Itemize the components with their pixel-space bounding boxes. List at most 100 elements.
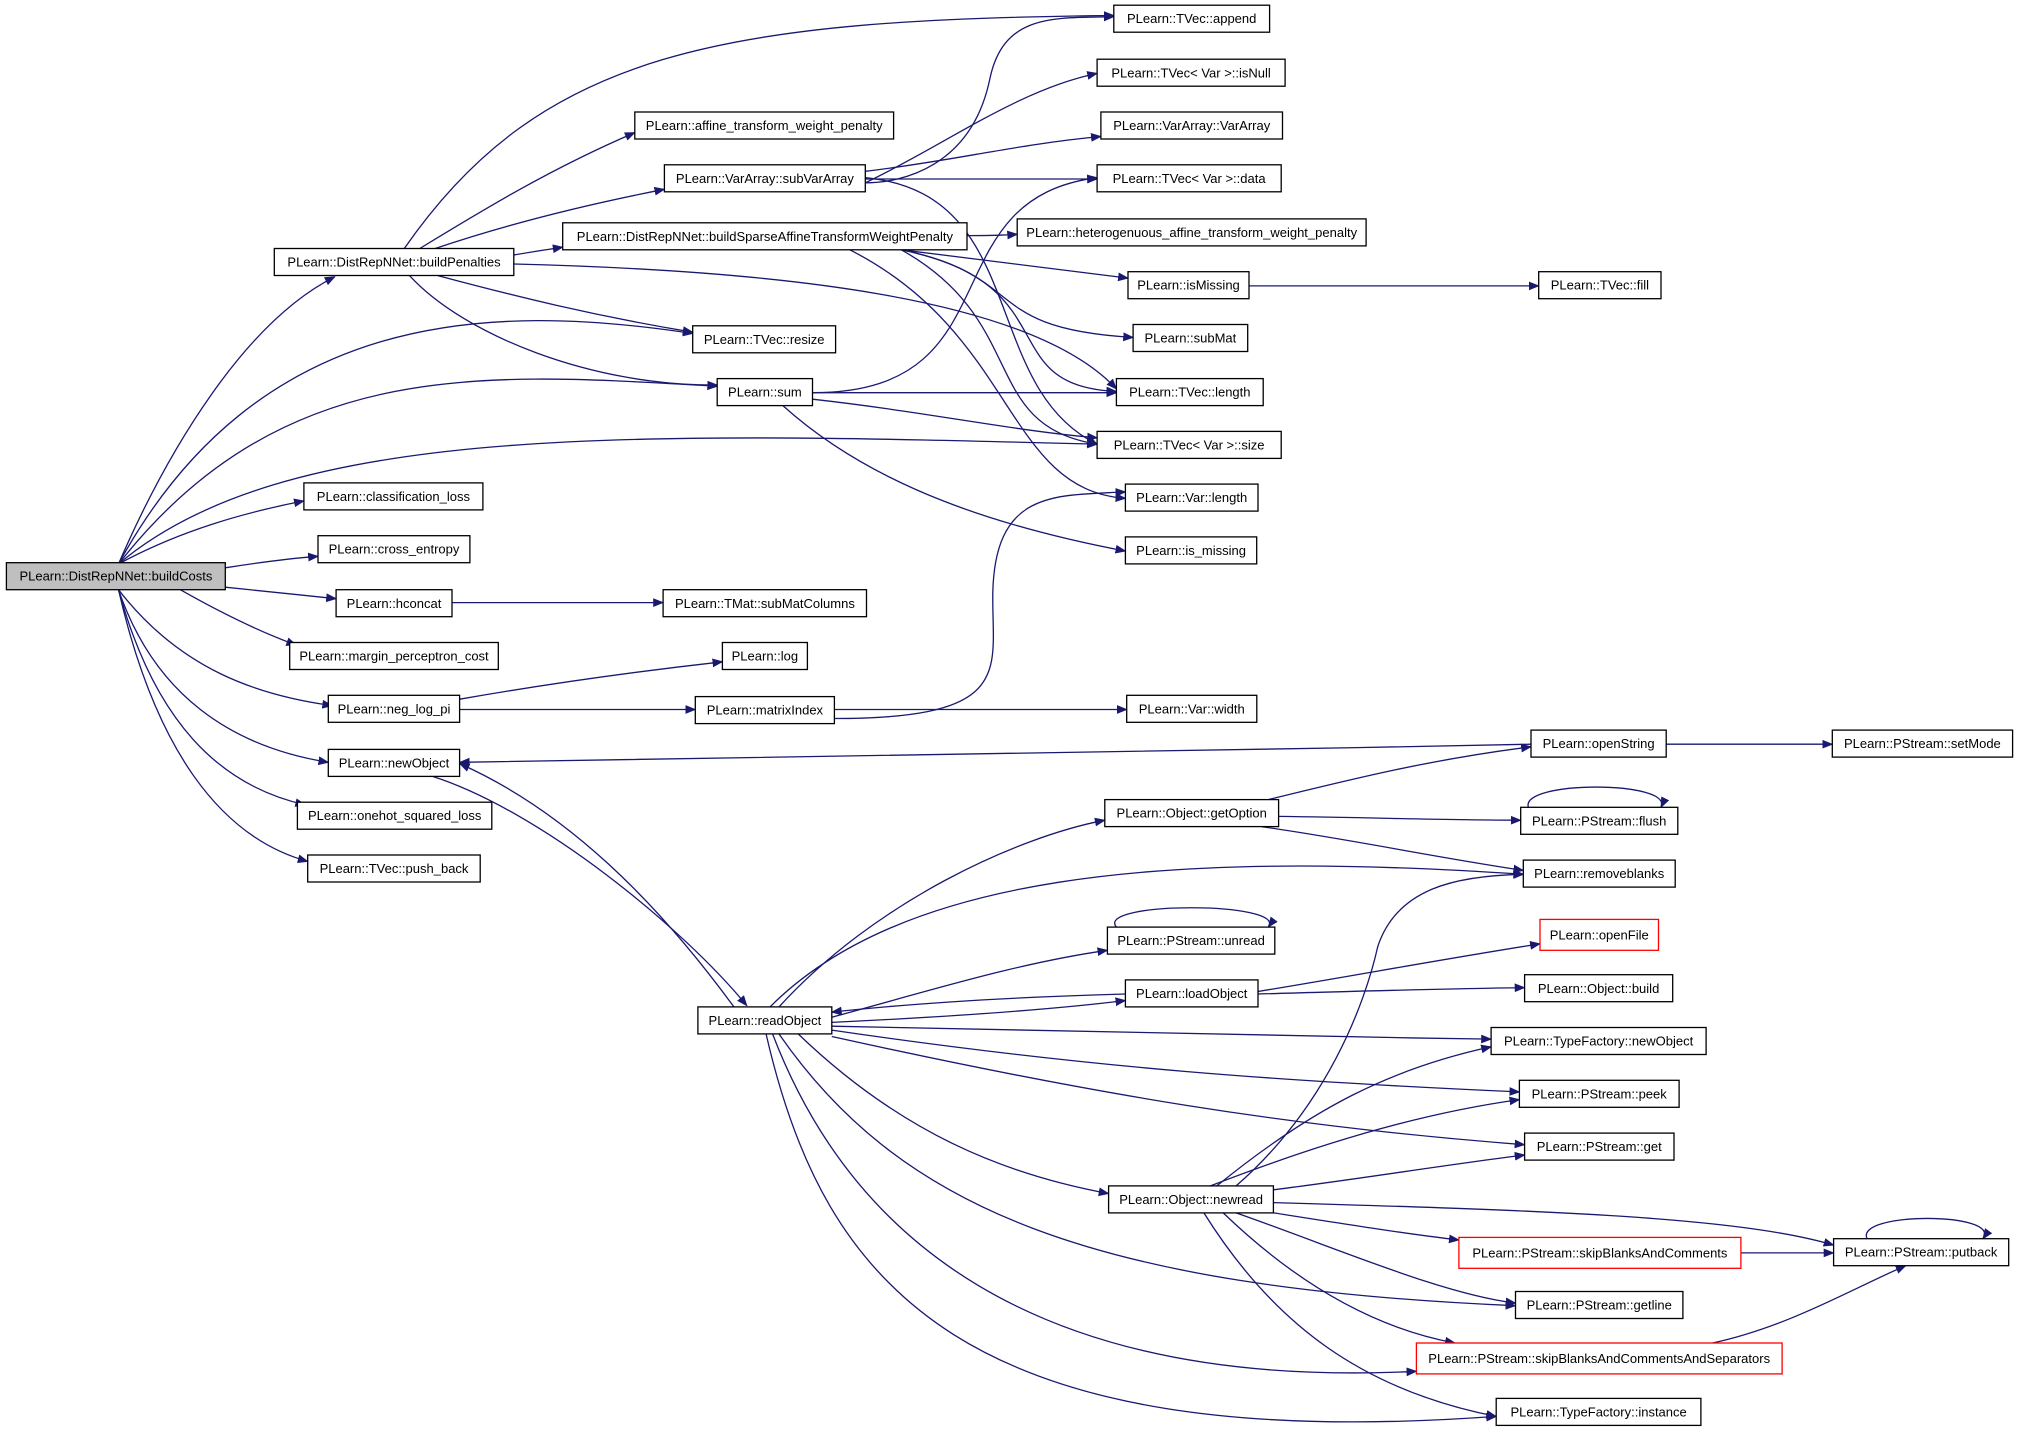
node-tvlength[interactable]: PLearn::TVec::length bbox=[1115, 377, 1264, 407]
node-varlength[interactable]: PLearn::Var::length bbox=[1124, 483, 1259, 512]
node-push_back[interactable]: PLearn::TVec::push_back bbox=[307, 854, 481, 883]
node-box[interactable] bbox=[1831, 729, 2014, 758]
node-skipBCS[interactable]: PLearn::PStream::skipBlanksAndCommentsAn… bbox=[1415, 1342, 1783, 1375]
node-box[interactable] bbox=[303, 482, 484, 511]
node-peek[interactable]: PLearn::PStream::peek bbox=[1518, 1079, 1680, 1108]
node-box[interactable] bbox=[1096, 164, 1282, 193]
node-vdata[interactable]: PLearn::TVec< Var >::data bbox=[1096, 164, 1282, 193]
node-box[interactable] bbox=[5, 562, 226, 591]
node-buildSparse[interactable]: PLearn::DistRepNNet::buildSparseAffineTr… bbox=[562, 222, 968, 251]
node-box[interactable] bbox=[1124, 536, 1258, 565]
node-onehot_squared_loss[interactable]: PLearn::onehot_squared_loss bbox=[296, 801, 493, 830]
node-box[interactable] bbox=[273, 247, 515, 277]
node-cross_entropy[interactable]: PLearn::cross_entropy bbox=[317, 535, 471, 564]
node-removeblanks[interactable]: PLearn::removeblanks bbox=[1522, 859, 1676, 888]
node-subVarArray[interactable]: PLearn::VarArray::subVarArray bbox=[663, 164, 866, 193]
node-is_missing[interactable]: PLearn::is_missing bbox=[1124, 536, 1258, 565]
node-openString[interactable]: PLearn::openString bbox=[1530, 729, 1667, 758]
node-box[interactable] bbox=[1490, 1026, 1707, 1056]
node-box[interactable] bbox=[697, 1006, 833, 1035]
node-unread[interactable]: PLearn::PStream::unread bbox=[1106, 926, 1276, 955]
node-loadObject[interactable]: PLearn::loadObject bbox=[1124, 979, 1259, 1008]
node-margin_perceptron_cost[interactable]: PLearn::margin_perceptron_cost bbox=[289, 641, 499, 671]
node-isMissing[interactable]: PLearn::isMissing bbox=[1127, 271, 1250, 300]
node-box[interactable] bbox=[1126, 694, 1258, 723]
node-box[interactable] bbox=[1124, 979, 1259, 1008]
node-box[interactable] bbox=[1523, 1132, 1675, 1161]
node-getOption[interactable]: PLearn::Object::getOption bbox=[1104, 798, 1280, 828]
node-box[interactable] bbox=[1016, 218, 1367, 247]
node-get[interactable]: PLearn::PStream::get bbox=[1523, 1132, 1675, 1161]
node-fill[interactable]: PLearn::TVec::fill bbox=[1538, 271, 1662, 300]
node-box[interactable] bbox=[694, 695, 836, 725]
node-box[interactable] bbox=[1522, 859, 1676, 888]
node-affine_penalty[interactable]: PLearn::affine_transform_weight_penalty bbox=[634, 111, 895, 140]
node-box[interactable] bbox=[1518, 1079, 1680, 1108]
node-tfnewObject[interactable]: PLearn::TypeFactory::newObject bbox=[1490, 1026, 1707, 1056]
node-newread[interactable]: PLearn::Object::newread bbox=[1107, 1185, 1275, 1214]
node-box[interactable] bbox=[1523, 974, 1674, 1003]
node-sum[interactable]: PLearn::sum bbox=[716, 377, 814, 407]
node-buildCosts[interactable]: PLearn::DistRepNNet::buildCosts bbox=[5, 562, 226, 591]
node-box[interactable] bbox=[1539, 918, 1660, 951]
node-box[interactable] bbox=[1104, 798, 1280, 828]
node-box[interactable] bbox=[1115, 377, 1264, 407]
node-box[interactable] bbox=[1124, 483, 1259, 512]
node-box[interactable] bbox=[692, 325, 837, 354]
node-putback[interactable]: PLearn::PStream::putback bbox=[1832, 1238, 2010, 1267]
node-classification_loss[interactable]: PLearn::classification_loss bbox=[303, 482, 484, 511]
node-box[interactable] bbox=[1415, 1342, 1783, 1375]
node-isNull[interactable]: PLearn::TVec< Var >::isNull bbox=[1096, 58, 1286, 87]
node-resize[interactable]: PLearn::TVec::resize bbox=[692, 325, 837, 354]
node-box[interactable] bbox=[327, 748, 461, 778]
node-openFile[interactable]: PLearn::openFile bbox=[1539, 918, 1660, 951]
node-neg_log_pi[interactable]: PLearn::neg_log_pi bbox=[327, 694, 461, 723]
node-subMatColumns[interactable]: PLearn::TMat::subMatColumns bbox=[662, 589, 868, 618]
node-box[interactable] bbox=[1127, 271, 1250, 300]
node-box[interactable] bbox=[634, 111, 895, 140]
node-box[interactable] bbox=[317, 535, 471, 564]
node-box[interactable] bbox=[562, 222, 968, 251]
node-hetero[interactable]: PLearn::heterogenuous_affine_transform_w… bbox=[1016, 218, 1367, 247]
node-objbuild[interactable]: PLearn::Object::build bbox=[1523, 974, 1674, 1003]
node-box[interactable] bbox=[1514, 1290, 1684, 1320]
node-box[interactable] bbox=[1096, 58, 1286, 87]
node-box[interactable] bbox=[1100, 111, 1284, 140]
node-box[interactable] bbox=[1538, 271, 1662, 300]
node-append[interactable]: PLearn::TVec::append bbox=[1113, 4, 1271, 33]
node-box[interactable] bbox=[1107, 1185, 1275, 1214]
node-setMode[interactable]: PLearn::PStream::setMode bbox=[1831, 729, 2014, 758]
node-box[interactable] bbox=[1520, 806, 1679, 835]
node-box[interactable] bbox=[296, 801, 493, 830]
node-box[interactable] bbox=[289, 641, 499, 671]
node-box[interactable] bbox=[1113, 4, 1271, 33]
node-box[interactable] bbox=[1495, 1397, 1702, 1427]
node-log[interactable]: PLearn::log bbox=[721, 641, 809, 671]
node-flush[interactable]: PLearn::PStream::flush bbox=[1520, 806, 1679, 835]
node-box[interactable] bbox=[721, 641, 809, 671]
node-box[interactable] bbox=[663, 164, 866, 193]
node-box[interactable] bbox=[662, 589, 868, 618]
node-box[interactable] bbox=[335, 589, 453, 618]
node-VarArray[interactable]: PLearn::VarArray::VarArray bbox=[1100, 111, 1284, 140]
node-box[interactable] bbox=[1096, 430, 1282, 460]
node-box[interactable] bbox=[1106, 926, 1276, 955]
node-varwidth[interactable]: PLearn::Var::width bbox=[1126, 694, 1258, 723]
node-skipBC[interactable]: PLearn::PStream::skipBlanksAndComments bbox=[1458, 1236, 1742, 1269]
node-box[interactable] bbox=[307, 854, 481, 883]
node-box[interactable] bbox=[1530, 729, 1667, 758]
node-newObject[interactable]: PLearn::newObject bbox=[327, 748, 461, 778]
node-readObject[interactable]: PLearn::readObject bbox=[697, 1006, 833, 1035]
node-subMat[interactable]: PLearn::subMat bbox=[1132, 323, 1249, 353]
node-vsize[interactable]: PLearn::TVec< Var >::size bbox=[1096, 430, 1282, 460]
node-buildPenalties[interactable]: PLearn::DistRepNNet::buildPenalties bbox=[273, 247, 515, 277]
node-matrixIndex[interactable]: PLearn::matrixIndex bbox=[694, 695, 836, 725]
node-box[interactable] bbox=[716, 377, 814, 407]
node-box[interactable] bbox=[327, 694, 461, 723]
node-hconcat[interactable]: PLearn::hconcat bbox=[335, 589, 453, 618]
node-box[interactable] bbox=[1458, 1236, 1742, 1269]
node-getline[interactable]: PLearn::PStream::getline bbox=[1514, 1290, 1684, 1320]
node-instance[interactable]: PLearn::TypeFactory::instance bbox=[1495, 1397, 1702, 1427]
node-box[interactable] bbox=[1132, 323, 1249, 353]
node-box[interactable] bbox=[1832, 1238, 2010, 1267]
